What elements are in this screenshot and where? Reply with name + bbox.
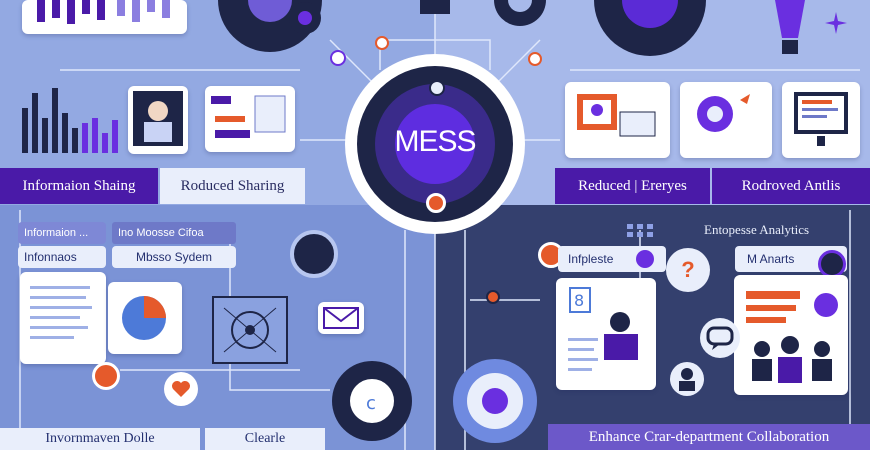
- crosshair-icon: [223, 307, 277, 353]
- orbit-node[interactable]: [426, 193, 446, 213]
- connector-node[interactable]: [528, 52, 542, 66]
- document-icon: [577, 94, 656, 137]
- text-document-card: [20, 272, 106, 364]
- top-bar-chart-card: [22, 0, 187, 34]
- sparkle-icon: [825, 12, 847, 34]
- left-illustration-panel: [18, 78, 298, 164]
- monitor-card: [782, 82, 860, 158]
- text-lines-icon: [30, 286, 92, 339]
- central-hub: [345, 54, 525, 234]
- chat-icon[interactable]: [700, 318, 740, 358]
- person-document-icon: 8: [568, 287, 638, 371]
- gear-icon: [594, 0, 706, 56]
- profile-doc-card: [565, 82, 670, 158]
- record-button[interactable]: [290, 230, 338, 278]
- location-card: [680, 82, 772, 158]
- tab-infonnaos[interactable]: Infonnaos: [18, 246, 106, 268]
- tab-info[interactable]: Informaion ...: [18, 222, 106, 244]
- home-node-icon[interactable]: [92, 362, 120, 390]
- lightbulb-icon: [775, 0, 805, 54]
- tab-messaging-system[interactable]: Mbsso Sydem: [112, 246, 236, 268]
- svg-text:8: 8: [574, 291, 584, 310]
- bar-chart-icon: [22, 88, 118, 153]
- status-dot-icon: [636, 250, 654, 268]
- person-icon: [133, 91, 183, 146]
- label-clearle: Clearle: [205, 428, 325, 450]
- svg-text:c: c: [366, 393, 376, 414]
- tab-header[interactable]: Ino Moosse Cifoa: [112, 222, 236, 244]
- label-reduced-analytics: Rodroved Antlis: [712, 168, 870, 204]
- monitor-icon: [794, 92, 848, 146]
- target-frame-icon[interactable]: [212, 296, 288, 364]
- small-gear-icon: [289, 2, 321, 34]
- document-icon: [211, 95, 286, 138]
- label-info-sharing: Informaion Shaing: [0, 168, 158, 204]
- label-reduced-libraries: Reduced | Ereryes: [555, 168, 710, 204]
- person-icon[interactable]: [670, 362, 704, 396]
- document-card: [205, 86, 295, 152]
- team-icon: [746, 291, 838, 383]
- grid-dots-icon: [627, 224, 653, 237]
- connector-node[interactable]: [330, 50, 346, 66]
- mail-icon[interactable]: [318, 302, 364, 334]
- connector-node[interactable]: [375, 36, 389, 50]
- heading-enterprise-analytics: Entopesse Analytics: [704, 222, 810, 237]
- pie-chart-card: [108, 282, 182, 354]
- orbit-node[interactable]: [429, 80, 445, 96]
- gear-icon: [453, 359, 537, 443]
- heart-node-icon[interactable]: [164, 372, 198, 406]
- gear-icon: [494, 0, 546, 26]
- profile-card: 8: [556, 278, 656, 390]
- question-icon[interactable]: ?: [666, 248, 710, 292]
- hub-title: MESS: [394, 125, 476, 158]
- top-connector-box: [420, 0, 450, 14]
- team-card: [734, 275, 848, 395]
- location-pin-icon: [697, 94, 750, 132]
- status-dot-icon: [818, 250, 846, 278]
- label-reduced-sharing: Roduced Sharing: [160, 168, 305, 204]
- gear-icon: c: [332, 361, 412, 441]
- label-information-bottom: Invornmaven Dolle: [0, 428, 200, 450]
- bar-chart-icon: [37, 0, 170, 24]
- user-profile-card: [128, 86, 188, 154]
- connector-node[interactable]: [486, 290, 500, 304]
- label-enhance-collaboration: Enhance Crar-department Collaboration: [548, 424, 870, 450]
- pie-chart-icon: [122, 296, 166, 340]
